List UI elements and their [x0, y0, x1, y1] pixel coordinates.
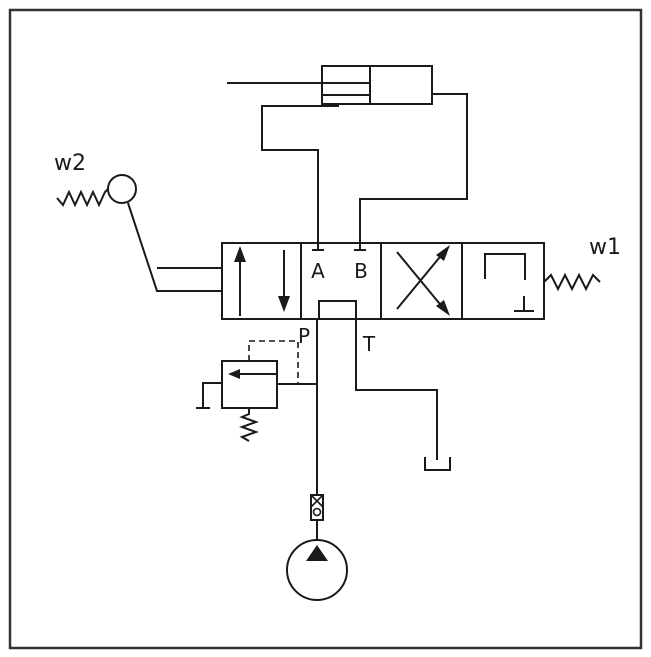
label-port-t: T	[362, 332, 376, 356]
label-port-p: P	[298, 324, 310, 348]
lever-actuator	[56, 174, 222, 292]
valve-envelope-center	[312, 243, 366, 319]
line-cylinder-to-port-b	[359, 93, 468, 243]
label-w1: w1	[589, 235, 621, 260]
roller-icon	[107, 174, 137, 204]
filter-icon	[310, 494, 324, 521]
pressure-relief-valve	[196, 340, 317, 442]
pilot-line	[248, 340, 299, 384]
pump-icon	[286, 539, 348, 601]
valve-envelope-crossed	[396, 245, 450, 316]
line-t-to-tank	[355, 319, 438, 460]
hydraulic-cylinder	[227, 65, 433, 105]
relief-spring-icon	[239, 408, 259, 442]
valve-envelope-blocked	[484, 253, 534, 312]
spring-w1-icon	[543, 272, 601, 292]
line-cylinder-to-port-a	[261, 104, 339, 243]
valve-pt-bypass	[318, 300, 357, 319]
valve-envelope-parallel	[234, 246, 290, 316]
directional-valve-4-3	[221, 242, 545, 320]
spring-w2-icon	[56, 188, 109, 208]
label-w2: w2	[54, 151, 86, 176]
relief-return-line	[202, 382, 222, 408]
diagram-frame	[8, 8, 643, 650]
tank-icon	[424, 457, 451, 471]
cylinder-barrel	[321, 65, 433, 105]
label-port-b: B	[354, 259, 368, 283]
label-port-a: A	[311, 259, 325, 283]
